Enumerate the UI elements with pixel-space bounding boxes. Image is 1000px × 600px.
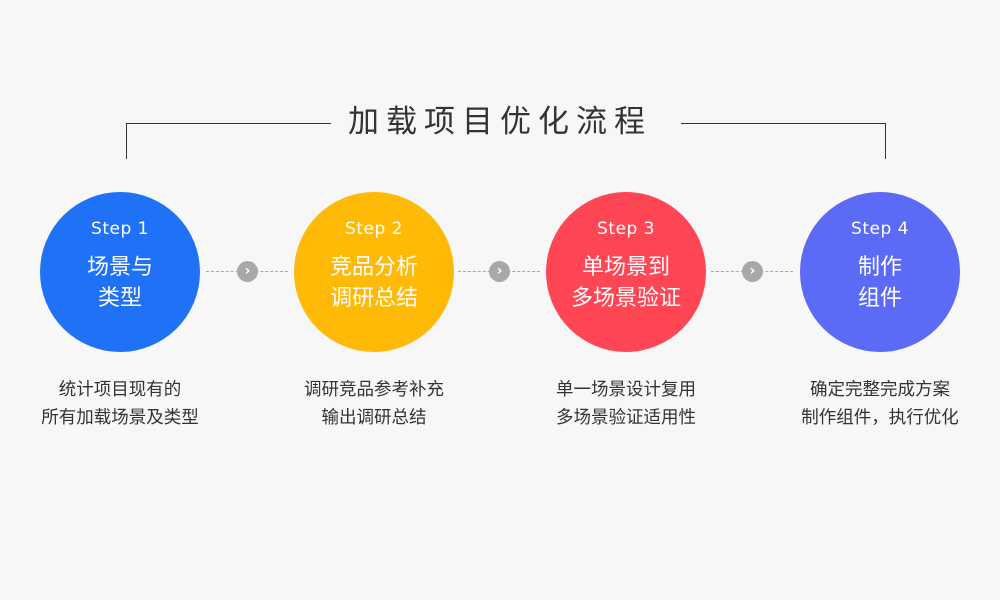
step-name-line: 组件	[857, 286, 902, 311]
step-label: Step 3	[597, 219, 655, 239]
step-2-circle: Step 2 竞品分析 调研总结	[294, 192, 454, 352]
description-line: 单一场景设计复用	[556, 380, 696, 400]
step-3-description: 单一场景设计复用 多场景验证适用性	[516, 376, 736, 432]
description-line: 确定完整完成方案	[810, 380, 950, 400]
bracket-left-horizontal	[126, 123, 331, 124]
chevron-right-icon: ›	[489, 261, 510, 282]
chevron-right-icon: ›	[742, 261, 763, 282]
step-4-circle: Step 4 制作 组件	[800, 192, 960, 352]
description-line: 制作组件，执行优化	[801, 408, 959, 428]
step-name: 场景与 类型	[40, 252, 200, 314]
description-line: 调研竞品参考补充	[304, 380, 444, 400]
step-label: Step 1	[91, 219, 149, 239]
bracket-right-horizontal	[681, 123, 886, 124]
step-2-description: 调研竞品参考补充 输出调研总结	[264, 376, 484, 432]
step-name: 单场景到 多场景验证	[546, 252, 706, 314]
step-label: Step 2	[345, 219, 403, 239]
step-1-circle: Step 1 场景与 类型	[40, 192, 200, 352]
step-label: Step 4	[851, 219, 909, 239]
description-line: 多场景验证适用性	[556, 408, 696, 428]
bracket-left-vertical	[126, 123, 127, 159]
diagram-title: 加载项目优化流程	[348, 104, 652, 140]
step-name: 制作 组件	[800, 252, 960, 314]
step-name-line: 类型	[97, 286, 142, 311]
step-name-line: 单场景到	[581, 255, 670, 280]
step-name-line: 场景与	[86, 255, 153, 280]
chevron-right-icon: ›	[237, 261, 258, 282]
step-1-description: 统计项目现有的 所有加载场景及类型	[10, 376, 230, 432]
step-3-circle: Step 3 单场景到 多场景验证	[546, 192, 706, 352]
description-line: 统计项目现有的	[58, 380, 182, 400]
step-name: 竞品分析 调研总结	[294, 252, 454, 314]
description-line: 所有加载场景及类型	[41, 408, 199, 428]
step-name-line: 调研总结	[329, 286, 418, 311]
step-name-line: 竞品分析	[329, 255, 418, 280]
step-4-description: 确定完整完成方案 制作组件，执行优化	[770, 376, 990, 432]
title-bracket: 加载项目优化流程	[0, 0, 1000, 170]
bracket-right-vertical	[885, 123, 886, 159]
step-name-line: 制作	[857, 255, 902, 280]
step-name-line: 多场景验证	[570, 286, 681, 311]
description-line: 输出调研总结	[321, 408, 427, 428]
